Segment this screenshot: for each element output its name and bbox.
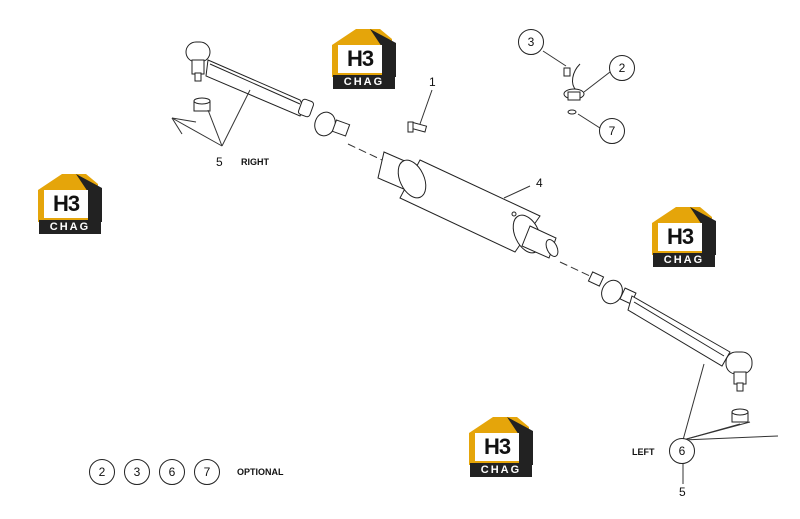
logo-mark: H3: [338, 45, 382, 73]
brand-logo: H3 CHAG: [467, 413, 535, 483]
right-label: RIGHT: [241, 157, 269, 167]
optional-item-2: 2: [89, 459, 115, 485]
brand-logo: H3 CHAG: [650, 203, 718, 273]
logo-mark: H3: [475, 433, 519, 461]
brand-logo: H3 CHAG: [36, 170, 104, 240]
optional-item-6: 6: [159, 459, 185, 485]
logo-text: CHAG: [653, 253, 715, 267]
optional-label: OPTIONAL: [237, 467, 284, 477]
left-tie-rod: [587, 271, 753, 392]
logo-mark: H3: [658, 223, 702, 251]
right-tie-rod: [185, 41, 351, 137]
logo-text: CHAG: [470, 463, 532, 477]
callout-5-left: 5: [679, 485, 686, 499]
callout-6: 6: [669, 438, 695, 464]
callout-1: 1: [429, 75, 436, 89]
grease-fitting: [563, 63, 585, 115]
bolt: [407, 121, 428, 133]
logo-text: CHAG: [333, 75, 395, 89]
brand-logo: H3 CHAG: [330, 25, 398, 95]
callout-7: 7: [599, 118, 625, 144]
callout-2: 2: [609, 55, 635, 81]
left-label: LEFT: [632, 447, 655, 457]
steering-cylinder: [377, 151, 559, 259]
optional-item-3: 3: [124, 459, 150, 485]
optional-item-7: 7: [194, 459, 220, 485]
logo-mark: H3: [44, 190, 88, 218]
left-tie-rod-nut: [731, 408, 749, 423]
callout-3: 3: [518, 29, 544, 55]
right-tie-rod-nut: [193, 97, 211, 112]
callout-5-right: 5: [216, 155, 223, 169]
callout-4: 4: [536, 176, 543, 190]
logo-text: CHAG: [39, 220, 101, 234]
